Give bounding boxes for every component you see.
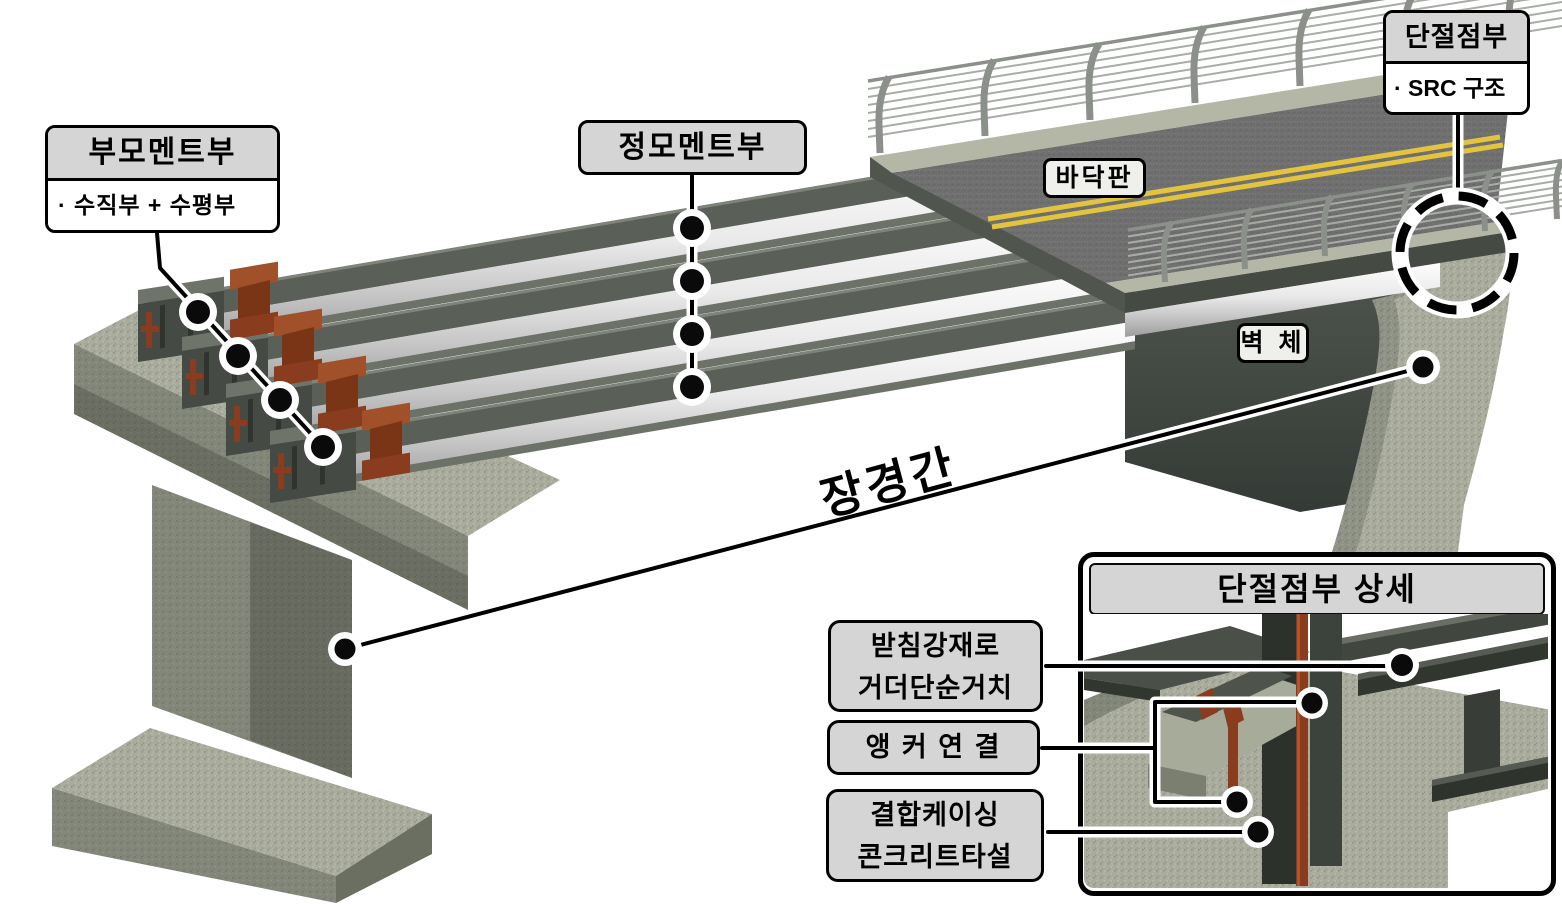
pier-footing-front [52,788,336,903]
detail-callout-casing: 결합케이싱 콘크리트타설 [826,789,1044,882]
detail-callout-bearing: 받침강재로 거더단순거치 [828,620,1043,712]
callout-cutoff-title: 단절점부 [1386,13,1527,64]
far-curb [870,58,1512,173]
abutment-pier-shade [1332,210,1410,552]
callout-negative-moment: 부모멘트부 · 수직부 + 수평부 [45,125,280,233]
detail-callout-bearing-line2: 거더단순거치 [857,673,1014,703]
callout-positive-moment: 정모멘트부 [578,120,807,175]
deck-label: 바닥판 [1043,158,1146,198]
pier-footing-top [52,728,432,876]
detail-plate-a [1262,614,1296,884]
pier-footing-side [336,814,432,903]
wall-label: 벽 체 [1237,323,1309,363]
deck-cut-face [870,157,1125,313]
near-railing [1127,158,1562,283]
detail-callout-bearing-line1: 받침강재로 [870,631,1001,661]
detail-scene [1084,614,1548,888]
callout-negative-moment-title: 부모멘트부 [48,128,277,181]
detail-plate-b [1310,614,1342,866]
pier-stem-shadow [250,522,352,778]
lane-line-2 [991,142,1504,230]
detail-rod-short [1228,706,1238,816]
detail-slab-edge [1084,678,1160,702]
detail-callout-casing-line2: 콘크리트타설 [857,842,1013,872]
girder-2 [189,186,1136,401]
pier-stem [152,485,352,778]
end-block-4 [270,417,356,503]
callout-cutoff-note: · SRC 구조 [1394,75,1506,101]
asphalt-surface [892,74,1512,283]
detail-panel-title: 단절점부 상세 [1089,563,1545,615]
detail-callout-anchor: 앵 커 연 결 [827,720,1040,775]
callout-cutoff-point: 단절점부 · SRC 구조 [1383,10,1530,115]
detail-callout-casing-line1: 결합케이싱 [870,800,1000,830]
callout-negative-moment-note: · 수직부 + 수평부 [58,192,237,218]
edge-girder-strip [1125,263,1440,337]
lane-line-1 [987,134,1501,222]
